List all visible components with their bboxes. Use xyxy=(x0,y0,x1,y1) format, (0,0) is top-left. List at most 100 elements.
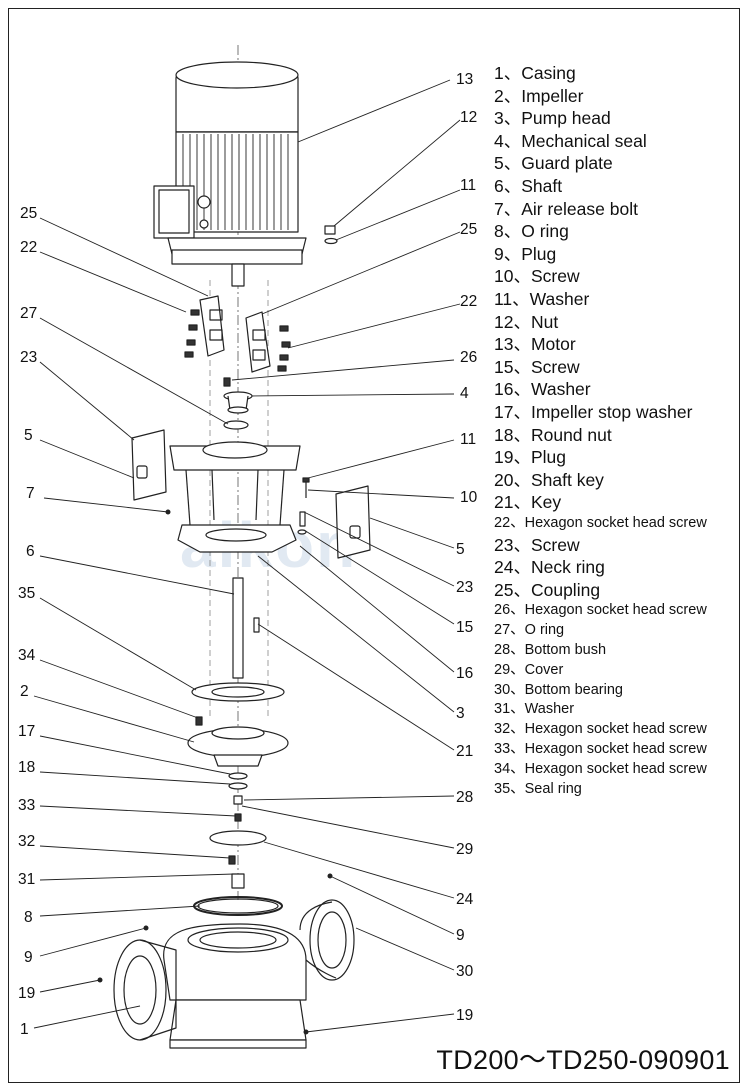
guard-plate-right xyxy=(335,485,371,559)
callout-right-12: 12 xyxy=(460,109,477,126)
part-number: 29、 xyxy=(494,661,525,678)
part-name: Round nut xyxy=(530,424,612,445)
part-number: 22、 xyxy=(494,514,525,531)
callout-right-11b: 11 xyxy=(460,431,476,448)
callout-left-19: 19 xyxy=(18,985,35,1002)
part-number: 21、 xyxy=(494,492,531,513)
callout-right-19: 19 xyxy=(456,1007,473,1024)
callout-right-10: 10 xyxy=(460,489,478,506)
part-number: 20、 xyxy=(494,469,531,490)
part-name: Shaft xyxy=(521,175,563,196)
callout-right-11: 11 xyxy=(460,177,476,194)
part-number: 31、 xyxy=(494,701,525,718)
part-number: 11、 xyxy=(494,288,530,309)
parts-list-item: 24、Neck ring xyxy=(494,556,707,579)
guard-plate-left xyxy=(131,429,167,501)
part-number: 25、 xyxy=(494,579,531,600)
callout-left-17: 17 xyxy=(18,723,35,740)
parts-list-item: 2、Impeller xyxy=(494,85,707,108)
part-number: 8、 xyxy=(494,221,522,242)
part-name: Impeller stop washer xyxy=(530,401,693,422)
parts-list-item: 16、Washer xyxy=(494,378,707,401)
parts-list-item: 21、Key xyxy=(494,491,707,514)
part-number: 18、 xyxy=(494,424,531,445)
parts-list-item: 34、Hexagon socket head screw xyxy=(494,760,707,780)
parts-list-item: 23、Screw xyxy=(494,534,707,557)
parts-list-item: 11、Washer xyxy=(494,288,707,311)
shaft xyxy=(232,577,244,679)
callout-left-25: 25 xyxy=(20,205,37,222)
parts-list-item: 17、Impeller stop washer xyxy=(494,401,707,424)
parts-list-item: 25、Coupling xyxy=(494,579,707,602)
part-number: 17、 xyxy=(494,401,531,422)
callout-left-31: 31 xyxy=(18,871,35,888)
part-number: 27、 xyxy=(494,622,525,639)
callout-right-30: 30 xyxy=(456,963,474,980)
part-name: Guard plate xyxy=(521,153,613,174)
part-name: Screw xyxy=(530,356,580,377)
callout-right-23: 23 xyxy=(456,579,473,596)
part-name: Cover xyxy=(524,661,564,678)
part-name: Plug xyxy=(521,243,557,264)
part-name: Hexagon socket head screw xyxy=(524,602,707,619)
part-number: 32、 xyxy=(494,721,525,738)
parts-list-item: 12、Nut xyxy=(494,311,707,334)
callout-right-21: 21 xyxy=(456,743,473,760)
part-number: 1、 xyxy=(494,63,522,83)
part-number: 28、 xyxy=(494,642,525,659)
part-number: 3、 xyxy=(494,108,522,129)
part-number: 30、 xyxy=(494,681,525,698)
callout-left-9: 9 xyxy=(24,949,33,966)
part-name: Mechanical seal xyxy=(521,130,647,151)
part-name: Neck ring xyxy=(530,557,605,578)
part-number: 7、 xyxy=(494,198,522,219)
part-number: 4、 xyxy=(494,130,522,151)
part-number: 2、 xyxy=(494,85,522,106)
part-name: Impeller xyxy=(521,85,584,106)
callout-left-23: 23 xyxy=(20,349,37,366)
callout-left-6: 6 xyxy=(26,543,35,560)
callout-left-8: 8 xyxy=(24,909,33,926)
parts-list-item: 9、Plug xyxy=(494,243,707,266)
parts-list-item: 31、Washer xyxy=(494,700,707,720)
parts-list-item: 32、Hexagon socket head screw xyxy=(494,720,707,740)
callout-left-2: 2 xyxy=(20,683,29,700)
part-name: Bottom bush xyxy=(524,642,607,659)
parts-list-item: 29、Cover xyxy=(494,661,707,681)
part-name: Screw xyxy=(530,266,580,287)
part-number: 12、 xyxy=(494,311,531,332)
callout-right-5: 5 xyxy=(456,541,465,558)
part-number: 9、 xyxy=(494,243,522,264)
part-name: Nut xyxy=(530,311,559,332)
part-name: Washer xyxy=(529,288,590,309)
part-name: Pump head xyxy=(521,108,611,129)
parts-list-item: 7、Air release bolt xyxy=(494,198,707,221)
part-name: Screw xyxy=(530,534,580,555)
part-number: 19、 xyxy=(494,447,531,468)
callout-right-16: 16 xyxy=(456,665,473,682)
motor xyxy=(153,61,307,287)
callout-right-24: 24 xyxy=(456,891,474,908)
callout-left-33: 33 xyxy=(18,797,35,814)
part-name: Shaft key xyxy=(530,469,604,490)
parts-list-item: 22、Hexagon socket head screw xyxy=(494,514,707,534)
callout-left-18: 18 xyxy=(18,759,35,776)
callout-left-7: 7 xyxy=(26,485,35,502)
pump-head xyxy=(169,441,301,553)
part-number: 10、 xyxy=(494,266,531,287)
part-name: Coupling xyxy=(530,579,601,600)
casing xyxy=(113,899,355,1049)
parts-list-item: 8、O ring xyxy=(494,220,707,243)
leader-lines xyxy=(33,79,461,1033)
callout-left-34: 34 xyxy=(18,647,36,664)
callout-left-35: 35 xyxy=(18,585,35,602)
parts-list-item: 20、Shaft key xyxy=(494,469,707,492)
part-name: Motor xyxy=(530,334,576,355)
callout-right-25: 25 xyxy=(460,221,477,238)
part-number: 6、 xyxy=(494,175,522,196)
parts-list-item: 26、Hexagon socket head screw xyxy=(494,601,707,621)
part-name: O ring xyxy=(521,221,569,242)
parts-list-item: 13、Motor xyxy=(494,333,707,356)
